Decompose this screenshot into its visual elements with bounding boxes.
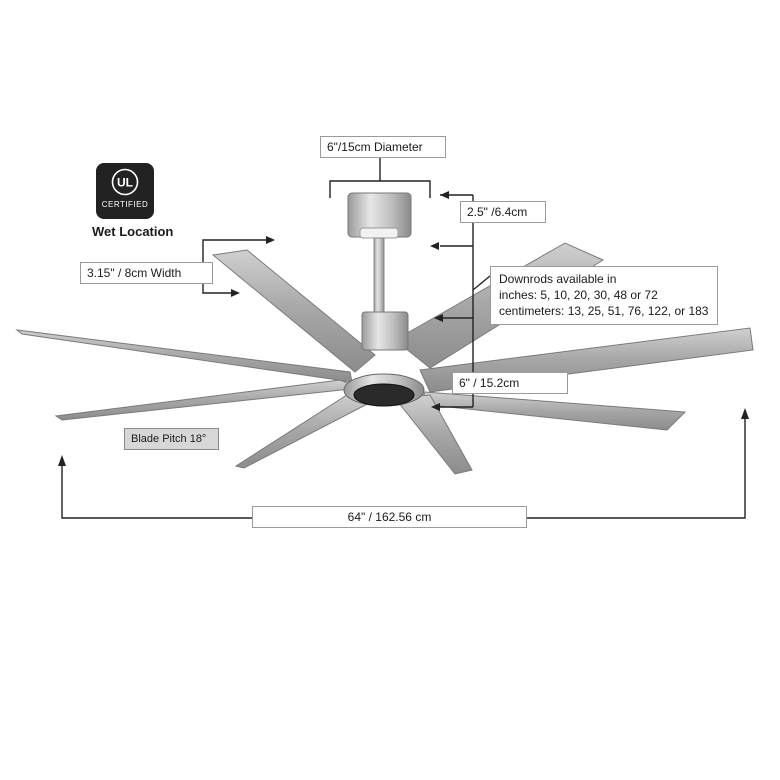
arrowheads [58, 191, 749, 466]
wet-location-label: Wet Location [92, 224, 174, 239]
overall-span-label: 64" / 162.56 cm [252, 506, 527, 528]
blade-left-long [15, 329, 353, 383]
arrow-blade-width-top [266, 236, 275, 244]
arrow-span-left [58, 455, 66, 466]
arrow-motor-bottom [431, 403, 440, 411]
canopy-light [359, 227, 399, 239]
downrods-line-2: inches: 5, 10, 20, 30, 48 or 72 [499, 288, 658, 302]
ul-certified-badge: UL CERTIFIED [96, 163, 154, 219]
motor-height-label: 6" / 15.2cm [452, 372, 568, 394]
downrod-callout-link [472, 275, 491, 291]
blade-upper-left [211, 249, 376, 373]
arrow-blade-width-bottom [231, 289, 240, 297]
arrow-span-right [741, 408, 749, 419]
arrow-canopy-top [440, 191, 449, 199]
ul-certified-icon: UL [111, 168, 139, 196]
blade-lower-left [234, 392, 377, 469]
fan-body [343, 192, 425, 407]
svg-text:UL: UL [117, 176, 133, 190]
arrow-downrod [434, 314, 443, 322]
blade-left-low [54, 379, 361, 421]
downrod [373, 237, 385, 317]
motor-housing [361, 311, 409, 351]
downrods-line-1: Downrods available in [499, 272, 617, 286]
blade-width-label: 3.15" / 8cm Width [80, 262, 213, 284]
downrods-callout: Downrods available in inches: 5, 10, 20,… [490, 266, 718, 325]
blade-lower-right [419, 391, 687, 431]
downrods-line-3: centimeters: 13, 25, 51, 76, 122, or 183 [499, 304, 709, 318]
canopy-height-label: 2.5" /6.4cm [460, 201, 546, 223]
blade-pitch-label: Blade Pitch 18° [124, 428, 219, 450]
canopy-diameter-label: 6"/15cm Diameter [320, 136, 446, 158]
ul-certified-text: CERTIFIED [101, 200, 149, 209]
light-kit [353, 383, 415, 407]
arrow-canopy-bottom [430, 242, 439, 250]
